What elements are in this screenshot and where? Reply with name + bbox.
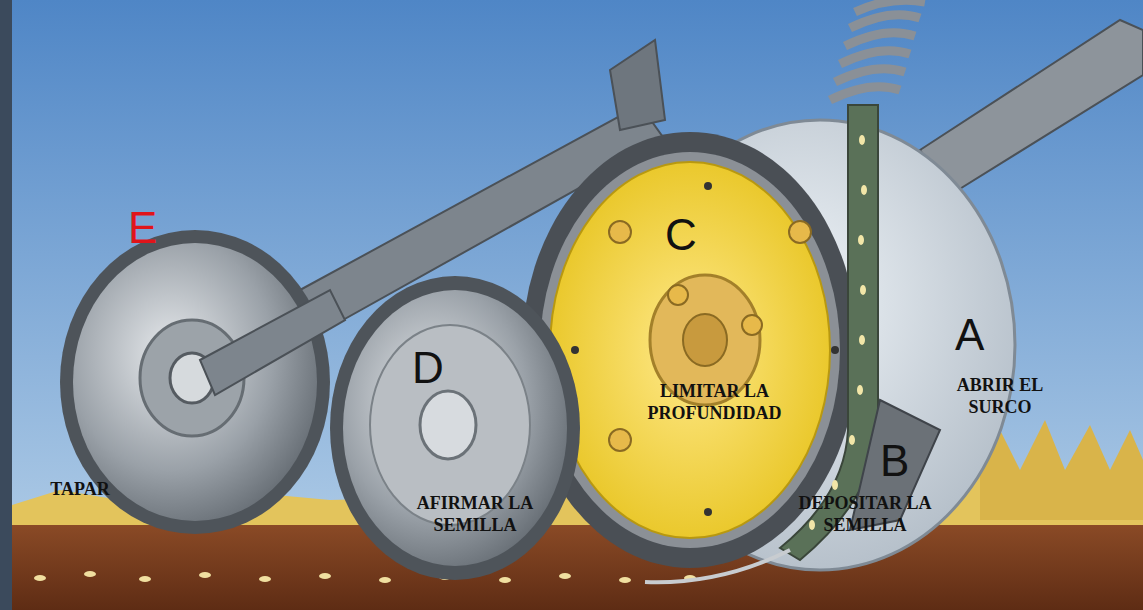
part-letter: E [128,205,157,251]
part-letter: A [955,312,984,358]
function-label: LIMITAR LA PROFUNDIDAD [592,380,837,424]
function-label: AFIRMAR LA SEMILLA [395,492,555,536]
part-letter: C [665,212,697,258]
function-label: TAPAR [30,478,130,500]
part-letter: D [412,345,444,391]
function-label: ABRIR EL SURCO [925,374,1075,418]
function-label: DEPOSITAR LA SEMILLA [780,492,950,536]
part-letter: B [880,438,909,484]
